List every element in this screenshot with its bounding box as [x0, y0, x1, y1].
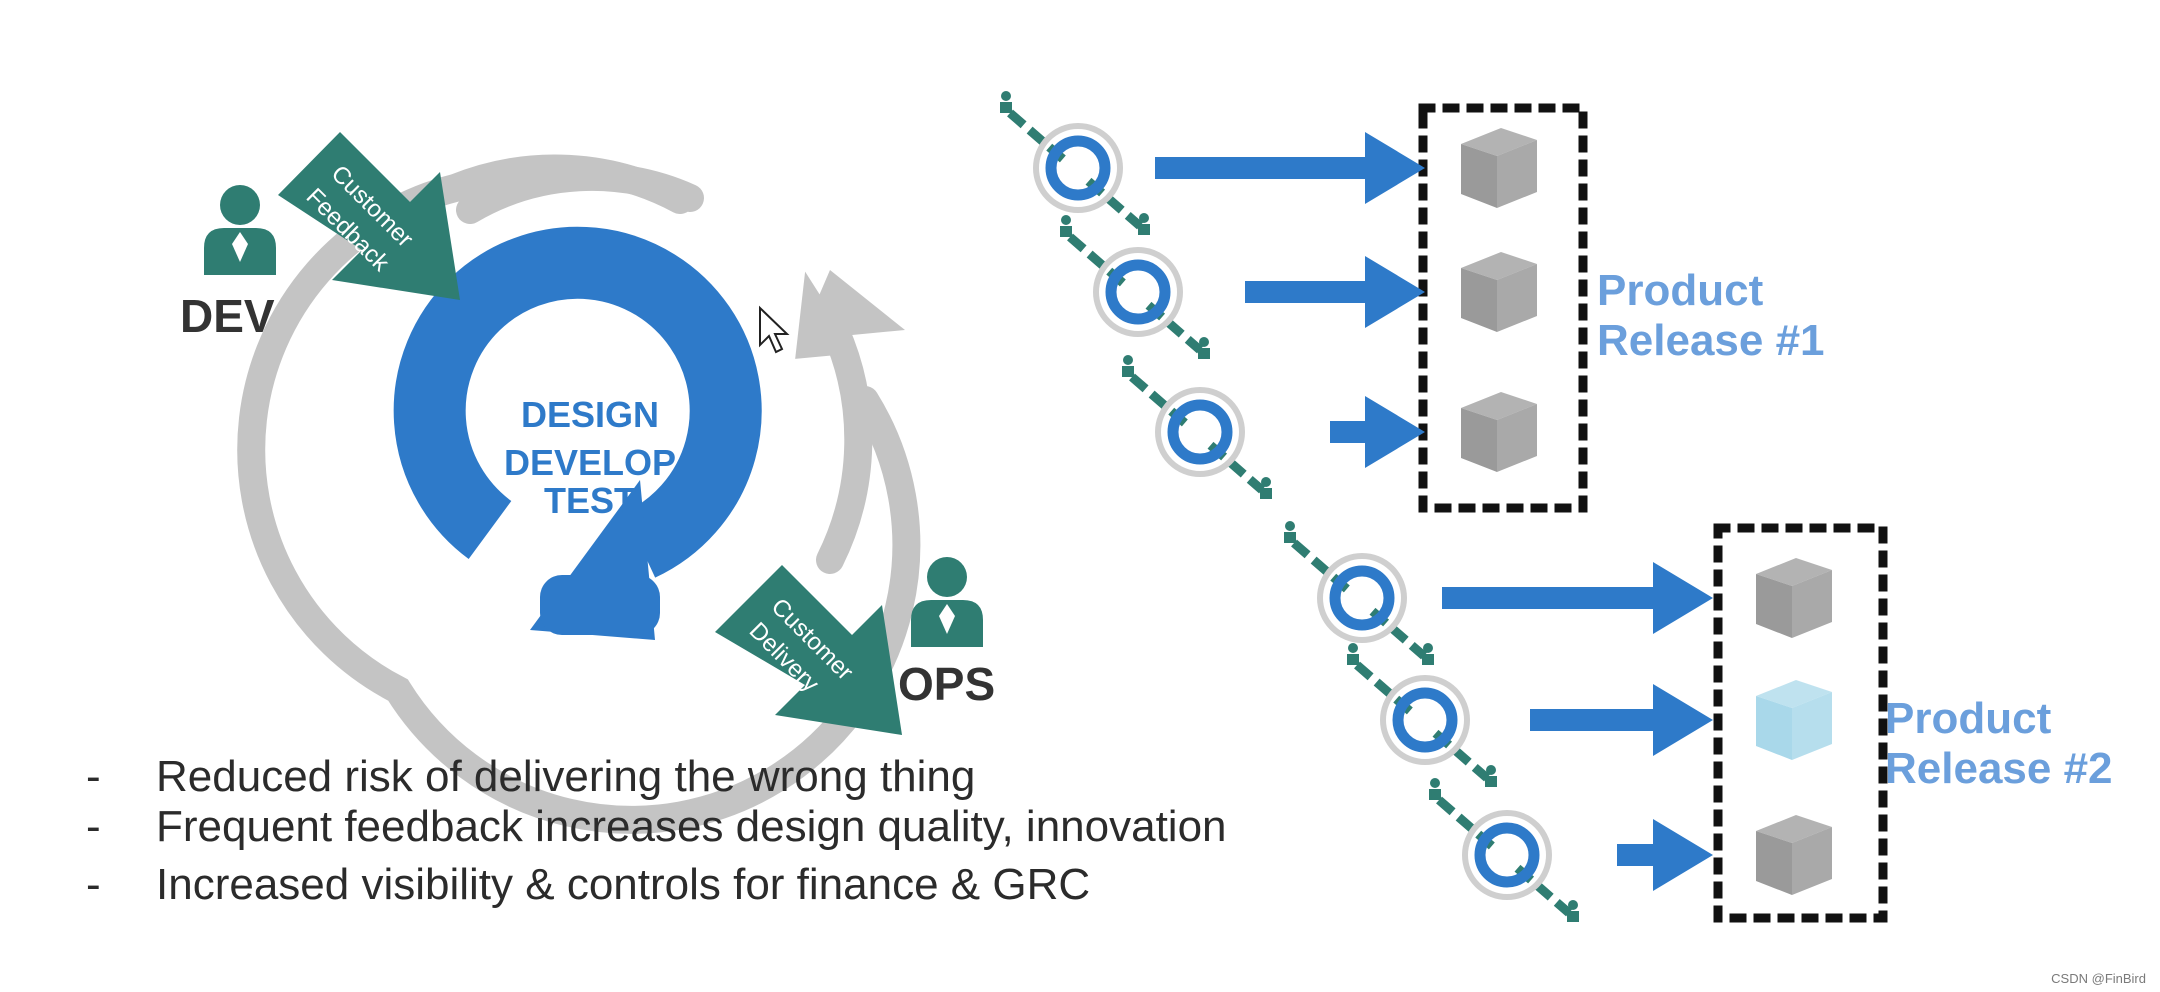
dev-person-icon [204, 185, 276, 275]
center-line-2: DEVELOP [504, 442, 676, 483]
benefit-text: Increased visibility & controls for fina… [156, 860, 1091, 909]
cube-left [1461, 408, 1497, 472]
release-label-line: Product [1597, 266, 1764, 315]
mini-cycle-icon [1045, 135, 1111, 201]
release-arrow [1442, 562, 1713, 634]
mini-person-body [1485, 776, 1497, 787]
mouse-cursor-icon [759, 305, 790, 354]
mini-person-icon [1199, 337, 1209, 347]
release-label-line: Release #2 [1885, 744, 2113, 793]
mini-cycle-icon [1329, 565, 1395, 631]
mini-person-body [1000, 102, 1012, 113]
mini-person-body [1347, 654, 1359, 665]
cube-right [1497, 140, 1537, 208]
cube-top [1461, 252, 1537, 280]
mini-person-icon [1486, 765, 1496, 775]
outer-cycle-arc-top [456, 162, 704, 224]
ops-label: OPS [898, 658, 995, 710]
outer-cycle-right-arc [816, 316, 873, 574]
cube-top [1756, 680, 1832, 708]
mini-person-icon [1139, 213, 1149, 223]
customer-delivery-arrow: Customer Delivery [715, 565, 902, 735]
cube-top [1756, 558, 1832, 586]
cube-right [1497, 404, 1537, 472]
mini-cycle-core [1124, 278, 1152, 306]
mini-person-icon [1423, 643, 1433, 653]
cube-right [1792, 692, 1832, 760]
mini-person-body [1122, 366, 1134, 377]
mini-cycle-outer [1380, 675, 1470, 765]
mini-cycle-outer [1033, 123, 1123, 213]
mini-cycle-outer [1155, 387, 1245, 477]
mini-person-body [1198, 348, 1210, 359]
mini-person-icon [1001, 91, 1011, 101]
dev-label: DEV [180, 290, 275, 342]
benefit-text: Reduced risk of delivering the wrong thi… [156, 752, 976, 801]
cube-left [1461, 268, 1497, 332]
release-arrow [1245, 256, 1425, 328]
mini-cycle-icon [1105, 259, 1171, 325]
mini-cycle-icon [1392, 687, 1458, 753]
mini-person-body [1567, 911, 1579, 922]
mini-person-icon [1348, 643, 1358, 653]
benefit-item: -Frequent feedback increases design qual… [86, 802, 1227, 851]
mini-cycle-outer [1462, 810, 1552, 900]
mini-cycle-core [1493, 841, 1521, 869]
cube-top [1461, 128, 1537, 156]
mini-person-body [1429, 789, 1441, 800]
mini-cycle-core [1186, 418, 1214, 446]
benefit-text: Frequent feedback increases design quali… [156, 802, 1227, 851]
cube-right [1497, 264, 1537, 332]
mini-person-icon [1061, 215, 1071, 225]
cube-right [1792, 827, 1832, 895]
release-arrow [1155, 132, 1425, 204]
mini-cycle-core [1411, 706, 1439, 734]
cube-top [1756, 815, 1832, 843]
outer-cycle-arrowhead-2 [800, 270, 905, 340]
mini-person-body [1260, 488, 1272, 499]
watermark: CSDN @FinBird [2051, 971, 2146, 986]
cube-left [1756, 574, 1792, 638]
mini-cycle-icon [1167, 399, 1233, 465]
mini-person-body [1422, 654, 1434, 665]
mini-cycle-outer [1317, 553, 1407, 643]
mini-person-icon [1285, 521, 1295, 531]
ops-person-icon [911, 557, 983, 647]
inner-cycle-arc [393, 226, 762, 578]
cube-right [1792, 570, 1832, 638]
mini-person-body [1284, 532, 1296, 543]
mini-person-icon [1123, 355, 1133, 365]
cube-top [1461, 392, 1537, 420]
mini-person-body [1060, 226, 1072, 237]
mini-cycle-core [1064, 154, 1092, 182]
cube-left [1461, 144, 1497, 208]
inner-cycle-arrow-base [540, 575, 660, 635]
release-label-line: Release #1 [1597, 316, 1825, 365]
release-arrow [1617, 819, 1713, 891]
mini-person-body [1138, 224, 1150, 235]
mini-person-icon [1261, 477, 1271, 487]
cube-left [1756, 696, 1792, 760]
release-dotted-frame [1418, 103, 1588, 513]
cube-left [1756, 831, 1792, 895]
center-line-3: TEST [544, 480, 636, 521]
release-arrow [1330, 396, 1425, 468]
mini-cycle-icon [1474, 822, 1540, 888]
center-line-1: DESIGN [521, 394, 659, 435]
devops-cycle: DESIGN DEVELOP TEST Customer Feedback Cu… [180, 132, 995, 834]
release-dotted-frame [1713, 523, 1888, 923]
mini-cycle-outer [1093, 247, 1183, 337]
benefits-list: -Reduced risk of delivering the wrong th… [86, 752, 1227, 910]
benefit-item: -Reduced risk of delivering the wrong th… [86, 752, 976, 801]
mini-person-icon [1430, 778, 1440, 788]
benefit-item: -Increased visibility & controls for fin… [86, 860, 1091, 909]
release-label-line: Product [1885, 694, 2052, 743]
mini-person-icon [1568, 900, 1578, 910]
mini-cycle-core [1348, 584, 1376, 612]
release-arrow [1530, 684, 1713, 756]
